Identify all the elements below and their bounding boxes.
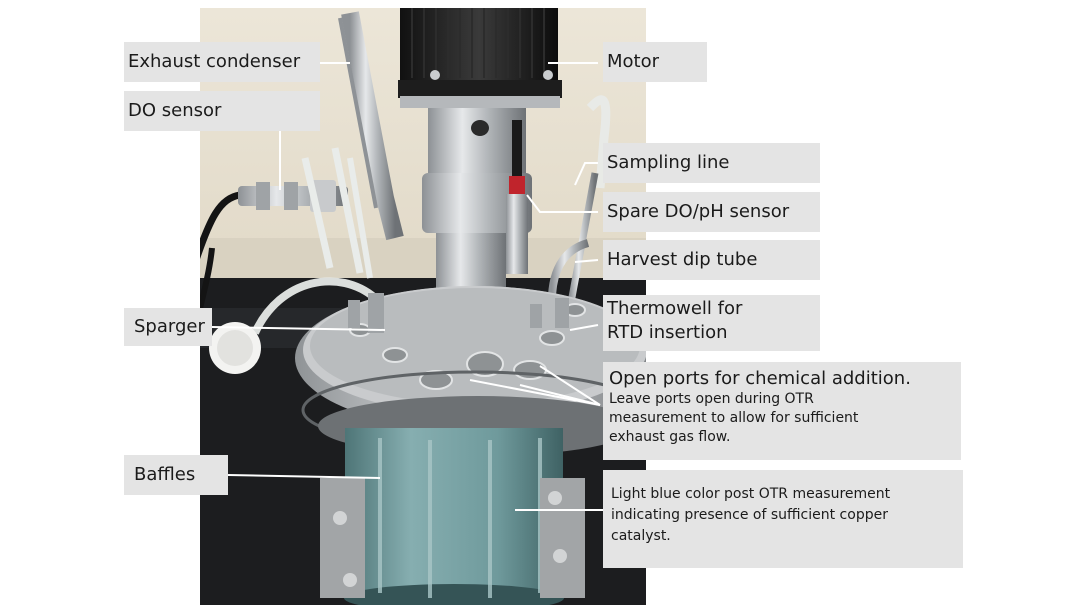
label-open-ports-line3: exhaust gas flow. <box>609 429 731 445</box>
label-do-sensor-text: DO sensor <box>128 100 222 121</box>
bioreactor-photo <box>200 8 646 605</box>
spare-sensor <box>512 120 522 180</box>
exhaust-condenser <box>341 11 404 241</box>
label-exhaust-condenser-text: Exhaust condenser <box>128 51 301 72</box>
label-thermowell-line2: RTD insertion <box>607 322 728 343</box>
label-harvest-dip-tube: Harvest dip tube <box>603 240 820 280</box>
glass-vessel <box>345 428 563 598</box>
label-exhaust-condenser: Exhaust condenser <box>124 42 320 82</box>
label-spare-sensor-text: Spare DO/pH sensor <box>607 201 790 222</box>
label-spare-sensor: Spare DO/pH sensor <box>603 192 820 232</box>
label-color-note: Light blue color post OTR measurement in… <box>603 470 963 568</box>
label-sparger: Sparger <box>124 308 212 346</box>
label-motor: Motor <box>603 42 707 82</box>
label-do-sensor: DO sensor <box>124 91 320 131</box>
label-color-note-line3: catalyst. <box>611 528 671 544</box>
do-sensor-cable <box>200 191 241 260</box>
label-color-note-line1: Light blue color post OTR measurement <box>611 486 891 502</box>
label-open-ports-title: Open ports for chemical addition. <box>609 368 911 389</box>
label-sampling-line: Sampling line <box>603 143 820 183</box>
label-baffles: Baffles <box>124 455 228 495</box>
label-open-ports: Open ports for chemical addition. Leave … <box>603 362 961 460</box>
label-thermowell-line1: Thermowell for <box>607 298 743 319</box>
label-open-ports-line1: Leave ports open during OTR <box>609 391 814 407</box>
label-sparger-text: Sparger <box>134 316 205 337</box>
label-open-ports-line2: measurement to allow for sufficient <box>609 410 859 426</box>
sampling-line-tubing <box>586 95 611 189</box>
label-motor-text: Motor <box>607 51 660 72</box>
bench-edge <box>200 238 646 278</box>
label-baffles-text: Baffles <box>134 464 196 485</box>
label-thermowell: Thermowell for RTD insertion <box>603 295 820 351</box>
label-color-note-line2: indicating presence of sufficient copper <box>611 507 888 523</box>
label-harvest-dip-tube-text: Harvest dip tube <box>607 249 758 270</box>
label-sampling-line-text: Sampling line <box>607 152 730 173</box>
